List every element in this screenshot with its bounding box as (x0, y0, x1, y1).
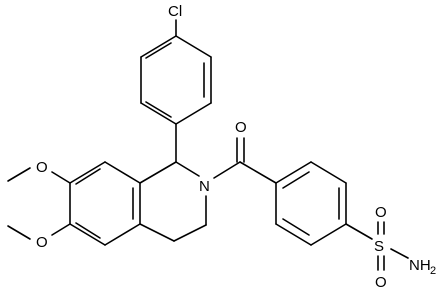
carbonyl-aryl-bond (239, 161, 277, 184)
amine-subscript: 2 (430, 265, 436, 277)
chlorine-label: Cl (168, 3, 182, 20)
methyl-top-bond (7, 167, 31, 182)
n-carbonyl-bond (213, 161, 241, 179)
sulfonamide-benzene-ring (275, 161, 347, 246)
saturated-ring (139, 161, 207, 242)
amine-label: NH (409, 257, 431, 274)
methoxy-top-oxygen-label: O (36, 159, 48, 176)
dimethoxy-benzene-ring (69, 161, 141, 246)
methoxy-bottom-bond (51, 223, 71, 236)
methoxy-bottom-oxygen-label: O (36, 234, 48, 251)
sulfonyl-oxygen-bottom-label: O (375, 274, 387, 291)
sulfonyl-oxygen-top-label: O (375, 204, 387, 221)
methoxy-top-bond (51, 171, 71, 184)
nitrogen-label: N (199, 178, 210, 195)
sulfur-label: S (374, 238, 384, 255)
methyl-bottom-bond (7, 225, 31, 240)
carbonyl-oxygen-label: O (235, 119, 247, 136)
s-n-bond (390, 248, 409, 259)
chlorophenyl-ring (140, 35, 212, 125)
aryl-sulfur-bond (345, 223, 373, 240)
